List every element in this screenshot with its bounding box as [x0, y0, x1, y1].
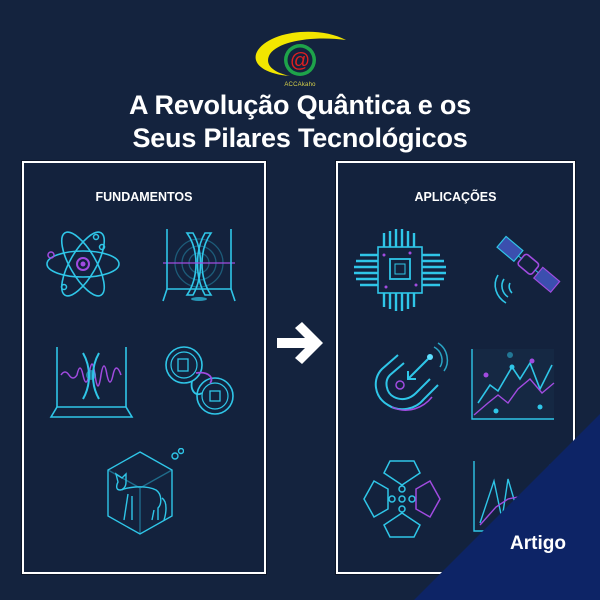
line-chart-icon	[471, 349, 555, 420]
logo-icon: @	[255, 31, 346, 76]
satellite-icon	[494, 235, 561, 304]
panel-title-aplicacoes: APLICAÇÕES	[414, 190, 497, 204]
page-title: A Revolução Quântica e os Seus Pilares T…	[0, 89, 600, 155]
atom-icon	[46, 231, 120, 297]
arrow-right-icon	[277, 322, 323, 364]
entanglement-icon	[165, 346, 234, 415]
title-line-1: A Revolução Quântica e os	[128, 90, 472, 120]
data-chart-icon	[473, 461, 556, 532]
aplicacoes-panel: APLICAÇÕES	[335, 160, 576, 575]
title-line-2: Seus Pilares Tecnológicos	[132, 123, 468, 153]
logo-caption: ACCAkaho	[284, 82, 316, 88]
quantum-network-icon	[363, 460, 441, 538]
panel-title-fundamentos: FUNDAMENTOS	[95, 190, 193, 204]
wave-packet-icon	[49, 347, 134, 418]
fundamentos-panel: FUNDAMENTOS	[21, 160, 267, 575]
article-badge: Artigo	[510, 533, 566, 554]
logo: @ ACCAkaho	[250, 28, 350, 90]
wave-interference-icon	[162, 229, 236, 302]
svg-text:@: @	[290, 50, 310, 72]
schrodinger-cat-icon	[107, 448, 184, 535]
quantum-chip-icon	[354, 229, 446, 311]
magnet-sensor-icon	[374, 342, 449, 411]
